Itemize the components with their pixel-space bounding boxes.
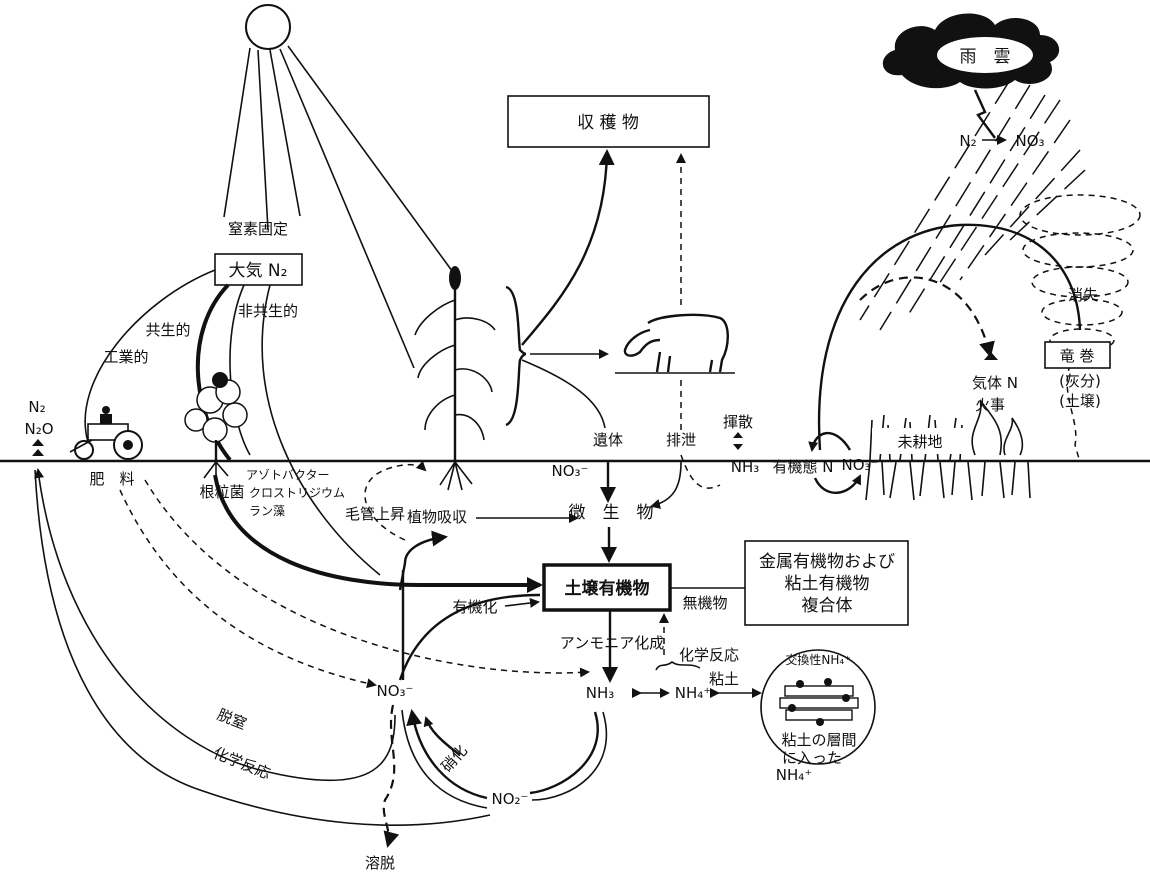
nh3-to-no2-curve — [530, 712, 598, 793]
surface-nh3-label: NH₃ — [731, 458, 760, 476]
excretion-to-microbes-arrow — [652, 462, 681, 506]
rain-streaks — [860, 80, 1085, 330]
harvest-label: 収 穫 物 — [577, 113, 639, 133]
surface-no3-label: NO₃⁻ — [552, 462, 589, 480]
ammonification-label: アンモニア化成 — [560, 634, 664, 652]
soil-paren-label: (土壌) — [1059, 392, 1101, 410]
microorganisms-label: 微 生 物 — [569, 503, 654, 523]
nonsymbiotic-label: 非共生的 — [238, 302, 298, 320]
volatilization-arrow — [733, 432, 743, 450]
organic-n-cycle-arrow-bottom — [815, 476, 860, 493]
denitrification-curve — [38, 470, 395, 780]
plant-remains-curve — [522, 360, 605, 428]
clostridium-label: クロストリジウム — [249, 486, 345, 500]
root-nodule-bacteria-label: 根粒菌 — [199, 483, 244, 501]
capillary-rise-arrow — [365, 465, 425, 540]
chemical-reaction-left-label: 化学反応 — [211, 744, 273, 783]
nonsymbiotic-to-soil-curve — [262, 285, 380, 575]
denitrification-label: 脱窒 — [215, 705, 250, 733]
fixed-nh4-line2: に入った — [782, 749, 842, 767]
disappearance-label: 消失 — [1068, 286, 1098, 304]
n2o-label: N₂O — [24, 420, 53, 438]
grass-icon — [866, 415, 1030, 500]
organo-complex-box: 金属有機物および 粘土有機物 複合体 — [745, 541, 908, 625]
nitrification-label: 硝化 — [438, 741, 471, 775]
atmospheric-arc — [819, 225, 1080, 450]
capillary-rise-label: 毛管上昇 — [345, 505, 405, 523]
exchangeable-nh4-label: 交換性NH₄⁺ — [785, 652, 850, 667]
soil-organic-matter-box: 土壌有機物 — [544, 565, 670, 610]
plant-brace — [506, 287, 526, 425]
leaching-label: 溶脱 — [365, 854, 395, 872]
fixed-nh4-line1: 粘土の層間 — [781, 731, 856, 749]
atmosphere-n2-label: 大気 N₂ — [229, 261, 288, 281]
rain-cloud-label: 雨 雲 — [960, 47, 1011, 67]
complex-line1: 金属有機物および — [759, 552, 895, 572]
industrial-label: 工業的 — [103, 348, 148, 366]
fixed-nh4-line3: NH₄⁺ — [776, 766, 812, 784]
atmosphere-n2-box: 大気 N₂ — [215, 254, 302, 285]
organic-n-label: 有機態 N — [773, 458, 834, 476]
tractor-icon — [70, 406, 142, 459]
to-plant-uptake-arrow — [400, 537, 445, 590]
cow-icon — [615, 315, 735, 373]
plant-uptake-label: 植物吸収 — [407, 508, 467, 526]
clay-label: 粘土 — [709, 670, 739, 688]
plant-to-harvest-arrow — [522, 152, 607, 345]
tornado-label: 竜 巻 — [1060, 347, 1095, 365]
n2-emission-arrow — [32, 439, 44, 446]
chemical-reaction-right-label: 化学反応 — [679, 646, 739, 664]
uncultivated-land-label: 未耕地 — [897, 433, 942, 451]
symbiotic-label: 共生的 — [145, 321, 190, 339]
corn-plant-icon — [415, 266, 495, 490]
fertilizer-to-no3-arrow — [120, 490, 375, 685]
harvest-box: 収 穫 物 — [508, 96, 709, 147]
complex-line3: 複合体 — [802, 596, 853, 616]
azotobacter-label: アゾトバクター — [246, 468, 330, 482]
no2-label: NO₂⁻ — [492, 790, 529, 808]
soil-nh3-label: NH₃ — [586, 684, 615, 702]
ash-label: (灰分) — [1059, 372, 1101, 390]
inorganic-label: 無機物 — [682, 594, 727, 612]
gaseous-n-label: 気体 N — [972, 374, 1018, 392]
complex-line2: 粘土有機物 — [785, 574, 870, 594]
leaching-arrow — [384, 705, 394, 845]
nitrogen-fixation-label: 窒素固定 — [228, 220, 288, 238]
excretion-label: 排泄 — [666, 431, 696, 449]
fertilizer-label: 肥 料 — [89, 470, 134, 488]
fire-label: 火事 — [975, 396, 1005, 414]
blue-green-algae-label: ラン藻 — [249, 504, 285, 518]
remains-label: 遺体 — [593, 431, 623, 449]
soil-no3-label: NO₃⁻ — [377, 682, 414, 700]
soil-nh4-label: NH₄⁺ — [675, 684, 711, 702]
legume-plant-icon — [185, 372, 247, 480]
soil-organic-matter-label: 土壌有機物 — [565, 578, 650, 599]
field-no3-label: NO₃⁻ — [842, 456, 879, 474]
volatilization-label: 揮散 — [723, 413, 753, 431]
n2-label: N₂ — [28, 398, 45, 416]
organic-n-cycle-arrow-top — [812, 433, 850, 450]
